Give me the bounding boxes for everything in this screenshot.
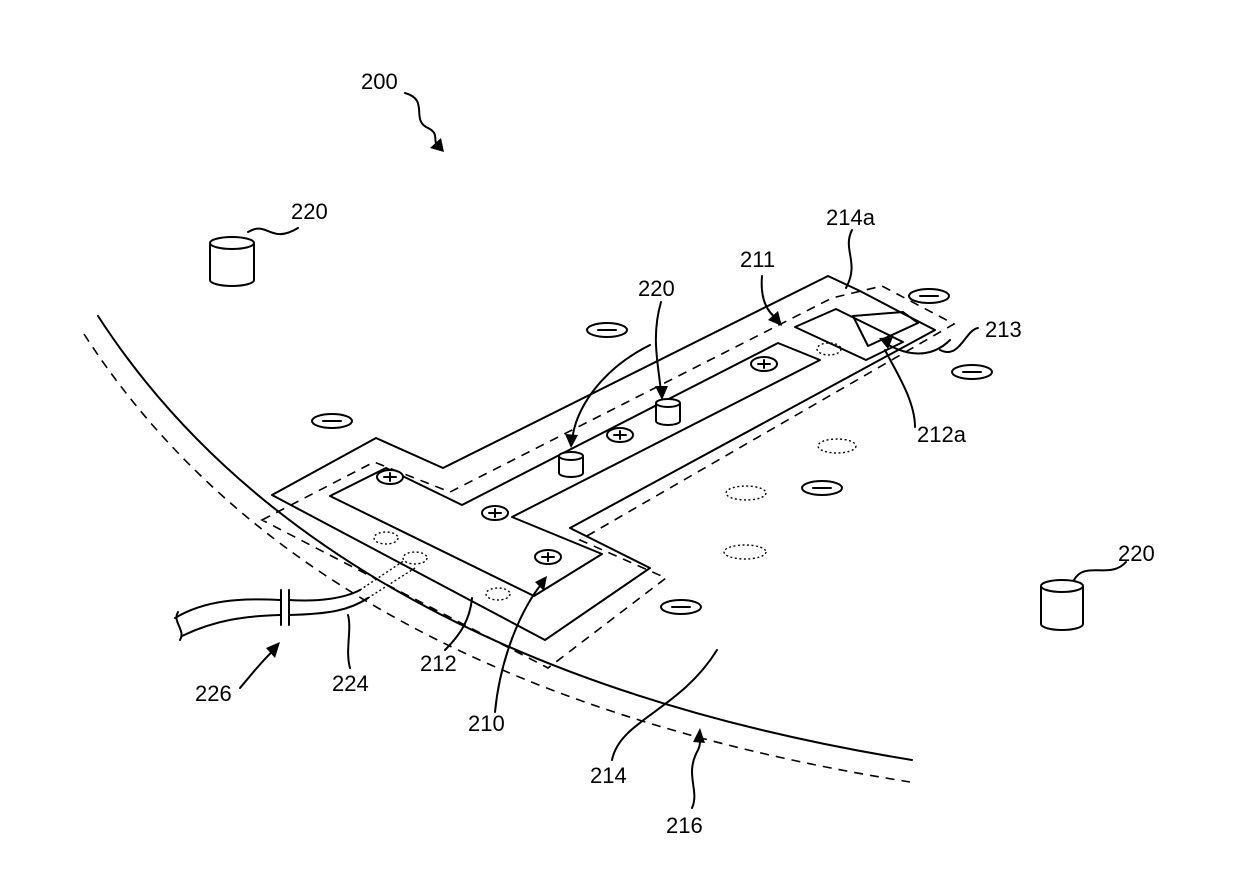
ref-213-label: 213	[985, 317, 1022, 342]
hidden-electrode-4	[818, 439, 856, 453]
ref-210-label: 210	[468, 711, 505, 736]
ref-214-label: 214	[590, 763, 627, 788]
negative-electrode-4	[312, 414, 352, 428]
ref-214a-label: 214a	[826, 205, 876, 230]
hidden-electrode-5	[726, 486, 766, 500]
hidden-electrode-2	[486, 588, 510, 600]
leader-lines	[240, 93, 1126, 808]
ref-226-label: 226	[195, 681, 232, 706]
ref-211-label: 211	[740, 247, 775, 272]
positive-electrode-2	[482, 506, 508, 520]
negative-electrode-6	[661, 600, 701, 614]
sensor-cylinder-mid-1	[559, 452, 583, 477]
positive-electrode-5	[751, 357, 777, 371]
ref-224-label: 224	[332, 671, 369, 696]
positive-electrode-1	[377, 470, 403, 484]
sensor-cylinder-top-left	[210, 237, 254, 286]
cable-assembly	[175, 552, 427, 640]
negative-electrode-2	[909, 289, 949, 303]
ref-220-top-left-label: 220	[291, 199, 328, 224]
hidden-electrode-1	[374, 532, 398, 544]
ref-212-label: 212	[420, 651, 457, 676]
sensor-cylinder-right	[1041, 580, 1083, 630]
ref-220-right-label: 220	[1118, 541, 1155, 566]
positive-electrode-4	[607, 428, 633, 442]
negative-electrode-5	[802, 481, 842, 495]
ref-200-label: 200	[361, 69, 398, 94]
negative-electrode-3	[952, 365, 992, 379]
positive-electrode-3	[535, 550, 561, 564]
ref-212a-label: 212a	[917, 422, 967, 447]
ref-216-label: 216	[666, 813, 703, 838]
ref-220-mid-label: 220	[638, 276, 675, 301]
hidden-electrode-6	[724, 545, 766, 559]
negative-electrode-1	[587, 323, 627, 337]
lead-tip-dotted	[403, 552, 427, 564]
sensor-cylinder-mid-2	[656, 399, 680, 425]
hidden-electrode-3	[817, 343, 841, 355]
